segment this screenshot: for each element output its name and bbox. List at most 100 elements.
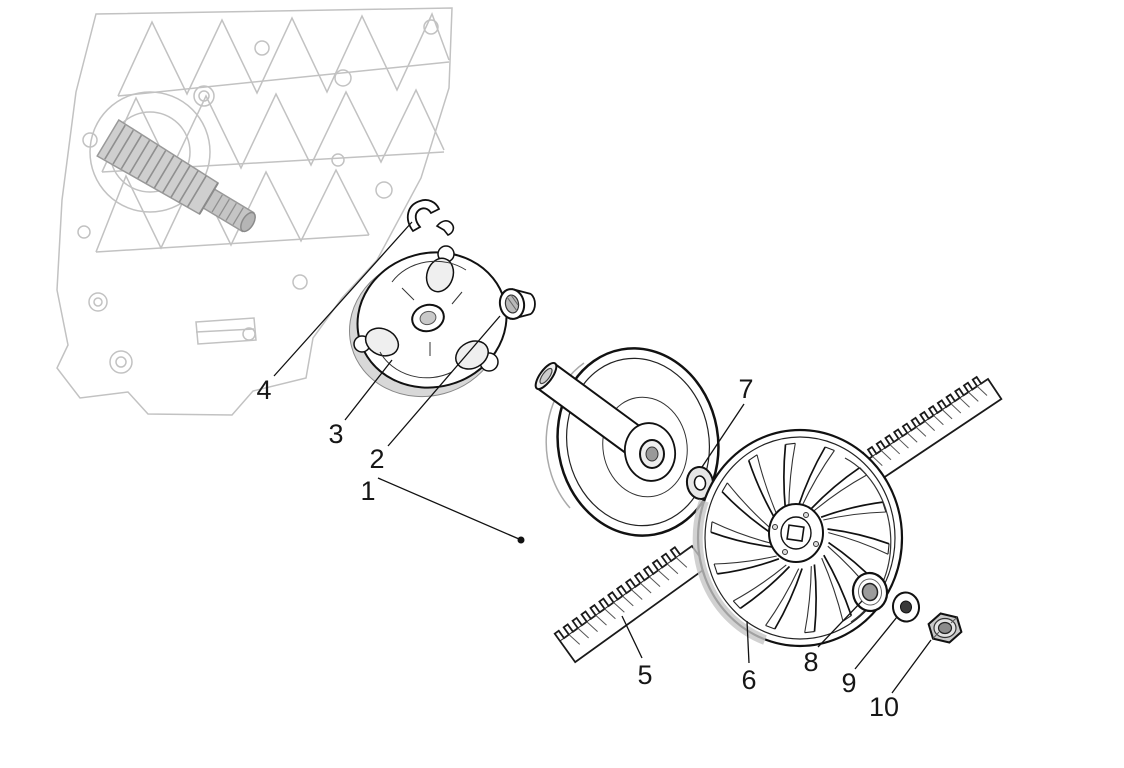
crankcase-boss [89, 91, 211, 213]
belt-lower-hatch [631, 589, 643, 600]
callout-leader-lines [273, 221, 932, 694]
clip-body [406, 199, 441, 233]
pulley-rim-line [565, 357, 711, 527]
crankcase-rib-line [95, 234, 370, 253]
leader-line-8 [817, 600, 863, 648]
bolt-hole [193, 85, 215, 107]
shaft-spline [162, 160, 183, 193]
fan-blade-set [710, 442, 890, 634]
bolt-hole [423, 19, 439, 35]
fan-blade-tip [765, 624, 775, 630]
belt-lower-hatch [648, 576, 661, 587]
belt-upper-hatch [933, 415, 944, 426]
fan-blade [813, 564, 817, 632]
shaft-spline [153, 155, 175, 189]
belt-lower-root-line [559, 545, 693, 642]
shaft-spline [170, 165, 191, 198]
belt-upper-hatch [976, 385, 988, 396]
fan-blade-edge [828, 532, 889, 555]
shaft-spline-hatching [104, 124, 244, 226]
washer-small-hole [899, 600, 913, 614]
fan-hub-bolt [782, 549, 788, 555]
fan-blade-edge [804, 566, 812, 633]
belt-lower-hatch [568, 634, 581, 645]
shaft-spline [120, 134, 143, 170]
belt-upper-hatch [968, 391, 979, 402]
belt-lower-hatch [666, 563, 679, 575]
belt-upper-hatch [941, 409, 953, 420]
plate-detail-arc [391, 260, 467, 283]
fan-blade [774, 568, 803, 630]
roller-pocket [364, 327, 400, 357]
belt-upper-hatch [915, 426, 927, 437]
plate-detail-arc [379, 351, 453, 379]
belt-upper-hatch [924, 420, 935, 431]
belt-lower-hatch [613, 602, 625, 613]
callout-label-5: 5 [637, 660, 652, 690]
fan-blade-tip [713, 563, 718, 575]
fan-blade-tip [748, 454, 758, 461]
fan-blade [717, 558, 780, 575]
fan-blade [739, 565, 791, 610]
roller-pocket [455, 340, 489, 370]
pulley-center-bore [645, 446, 659, 462]
belt-upper-root-line [854, 378, 989, 469]
fan-center-square-hole [786, 524, 805, 542]
bolt-hole [292, 274, 308, 290]
variator-back-plate [349, 245, 508, 398]
bushing-bore-hatch [506, 294, 519, 312]
fan-blade-tip [785, 442, 796, 445]
clip-prong [435, 220, 455, 236]
fan-inner-rim [704, 436, 896, 640]
callout-label-3: 3 [328, 419, 343, 449]
shaft-thread [211, 194, 223, 213]
shaft-spline [186, 175, 207, 208]
shaft-spline [178, 170, 199, 203]
fan-blade-edge [756, 454, 779, 519]
callout-label-6: 6 [741, 665, 756, 695]
belt-lower-hatch [586, 621, 598, 632]
spacer-washer [685, 466, 715, 500]
bolt-hole [198, 90, 210, 102]
plate-spoke [451, 291, 463, 305]
callout-label-8: 8 [803, 647, 818, 677]
washer-small [891, 591, 921, 623]
bolt-hole [254, 40, 270, 56]
fan-blade [783, 444, 787, 512]
fan-blade-edge [788, 443, 796, 510]
fan-blade-edge [821, 557, 844, 622]
belt-lower-hatch [657, 569, 670, 581]
fan-blade-edge [711, 521, 772, 544]
washer-large-mid [857, 578, 883, 606]
bolt-hole [93, 297, 103, 307]
hub-bushing [498, 288, 536, 320]
shaft-spline [128, 139, 151, 174]
fan-blade [827, 528, 890, 545]
belt-lower-hatch [577, 627, 589, 639]
belt-upper-hatch [889, 444, 901, 455]
fan-blade-edge [714, 555, 777, 565]
belt-upper-hatch [950, 403, 962, 414]
shaft-spline [145, 150, 167, 184]
fan-blade [820, 501, 883, 518]
plate-spoke [401, 287, 415, 301]
plate-center-bore [419, 310, 437, 326]
fan-shade-arc [692, 499, 767, 645]
fan-blade [747, 460, 777, 522]
fan-hub-bolt [772, 524, 778, 530]
leader-line-7 [701, 403, 745, 468]
fan-blade [809, 466, 861, 511]
tube-end-bore [539, 367, 553, 385]
leader-line-9 [854, 616, 898, 670]
fan-blade-edge [823, 511, 886, 521]
callout-label-4: 4 [256, 375, 271, 405]
bolt-hole [109, 350, 133, 374]
fixed-drive-pulley-half [534, 347, 720, 537]
fan-blade-tip [825, 446, 835, 452]
leader-line-4 [273, 221, 413, 377]
leader-line-1 [377, 477, 520, 540]
fan-blade-edge [765, 568, 800, 626]
callout-label-2: 2 [369, 444, 384, 474]
bolt-hole [88, 292, 108, 312]
